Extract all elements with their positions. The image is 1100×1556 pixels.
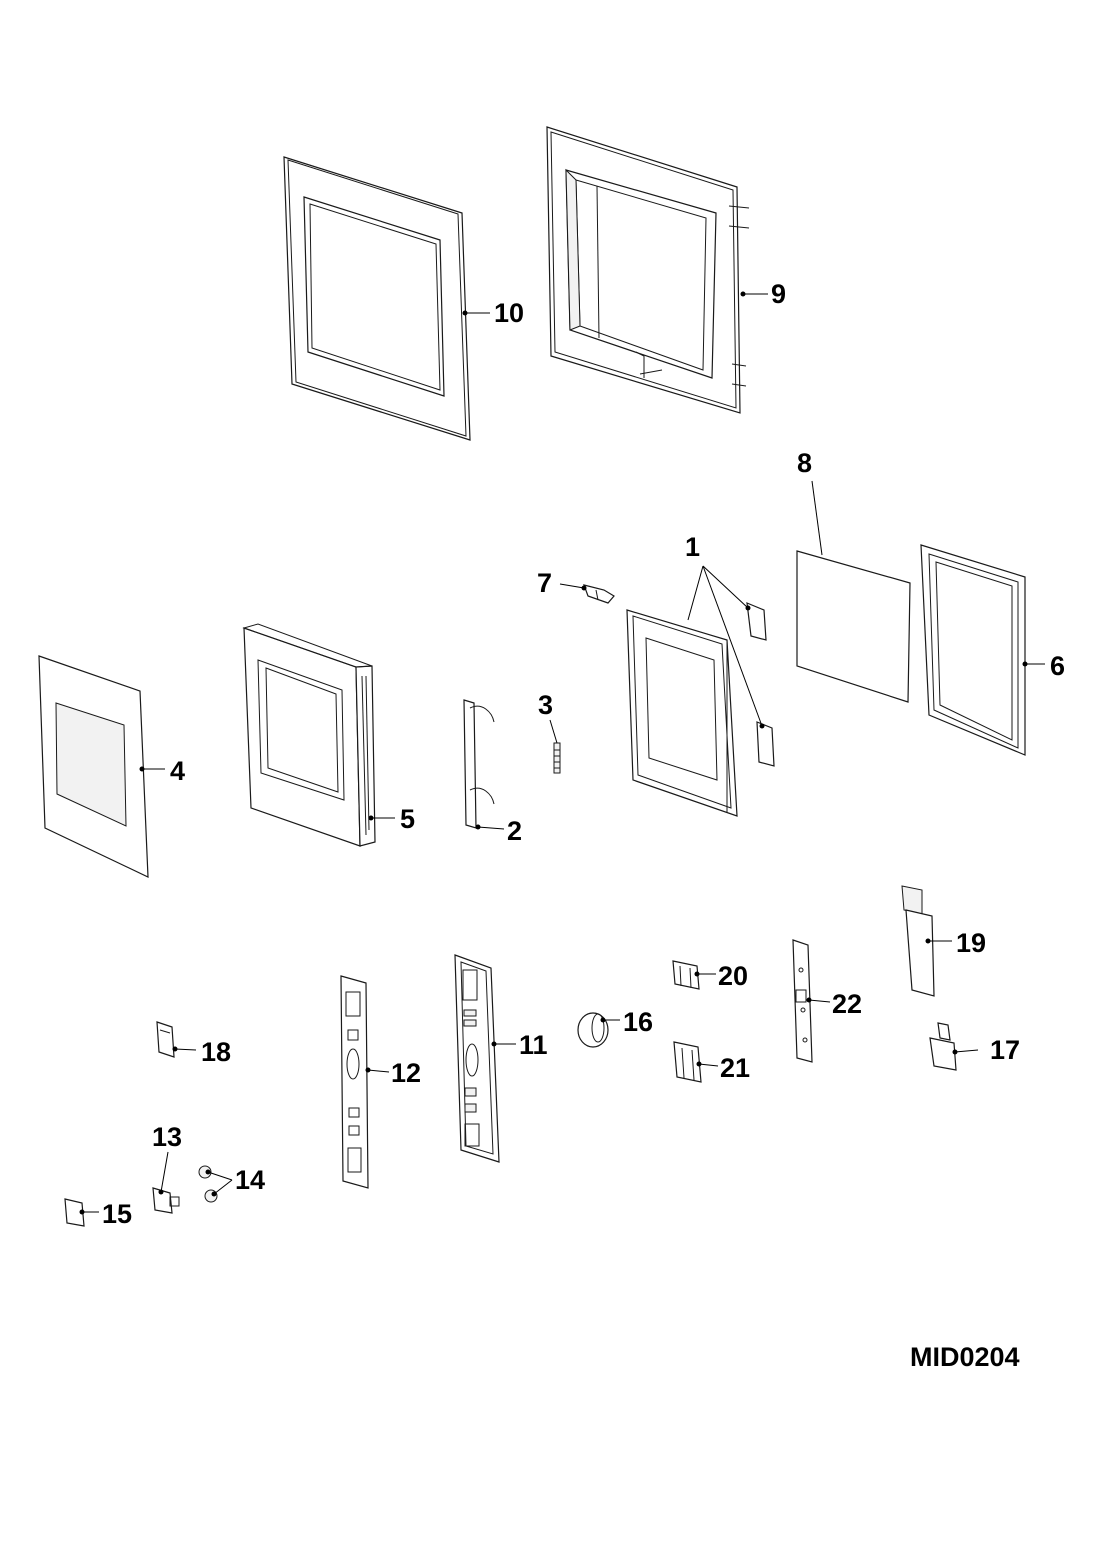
- callout-11: 11: [519, 1030, 548, 1060]
- callout-4: 4: [170, 756, 185, 786]
- part-22-mounting-plate: [792, 939, 813, 1063]
- callout-14: 14: [235, 1165, 265, 1195]
- callout-2: 2: [507, 816, 522, 846]
- part-3-spring: [553, 742, 561, 774]
- callout-7: 7: [537, 568, 552, 598]
- part-7-bracket: [583, 584, 615, 604]
- callout-8: 8: [797, 448, 812, 478]
- callout-12: 12: [391, 1058, 421, 1088]
- part-19-ribbon-cable: [901, 885, 935, 997]
- leader-lines: [79, 291, 1045, 1215]
- part-15-cap: [64, 1198, 85, 1227]
- part-18-small-cover: [156, 1021, 175, 1058]
- part-4-door-glass: [38, 655, 149, 878]
- callout-labels: 10 9 8 1 7 6 3 4 5 2 19 20 22 16 17 11 2…: [102, 279, 1065, 1372]
- part-14-springs: [198, 1165, 218, 1203]
- callout-19: 19: [956, 928, 986, 958]
- callout-21: 21: [720, 1053, 750, 1083]
- callout-18: 18: [201, 1037, 231, 1067]
- part-16-knob: [577, 1012, 609, 1048]
- part-12-membrane-overlay: [340, 975, 369, 1189]
- callout-15: 15: [102, 1199, 132, 1229]
- drawing-code: MID0204: [910, 1342, 1020, 1372]
- callout-17: 17: [990, 1035, 1020, 1065]
- part-6-choke-frame: [920, 544, 1026, 756]
- callout-13: 13: [152, 1122, 182, 1152]
- part-2-latch-hooks: [463, 699, 495, 829]
- callout-1: 1: [685, 532, 700, 562]
- part-8-glass-sheet: [796, 550, 911, 703]
- callout-6: 6: [1050, 651, 1065, 681]
- part-11-control-panel: [454, 954, 500, 1163]
- callout-3: 3: [538, 690, 553, 720]
- callout-10: 10: [494, 298, 524, 328]
- callout-16: 16: [623, 1007, 653, 1037]
- callout-9: 9: [771, 279, 786, 309]
- part-1-door-assembly: [626, 602, 775, 817]
- part-5-door-panel: [242, 623, 376, 847]
- callout-22: 22: [832, 989, 862, 1019]
- part-10-door-frame: [283, 156, 471, 441]
- part-13-button: [152, 1187, 180, 1214]
- part-9-inner-frame: [546, 126, 750, 414]
- part-17-interlock-switch: [929, 1022, 957, 1071]
- callout-20: 20: [718, 961, 748, 991]
- callout-5: 5: [400, 804, 415, 834]
- part-20-switch: [672, 960, 700, 990]
- part-21-switch: [673, 1041, 702, 1083]
